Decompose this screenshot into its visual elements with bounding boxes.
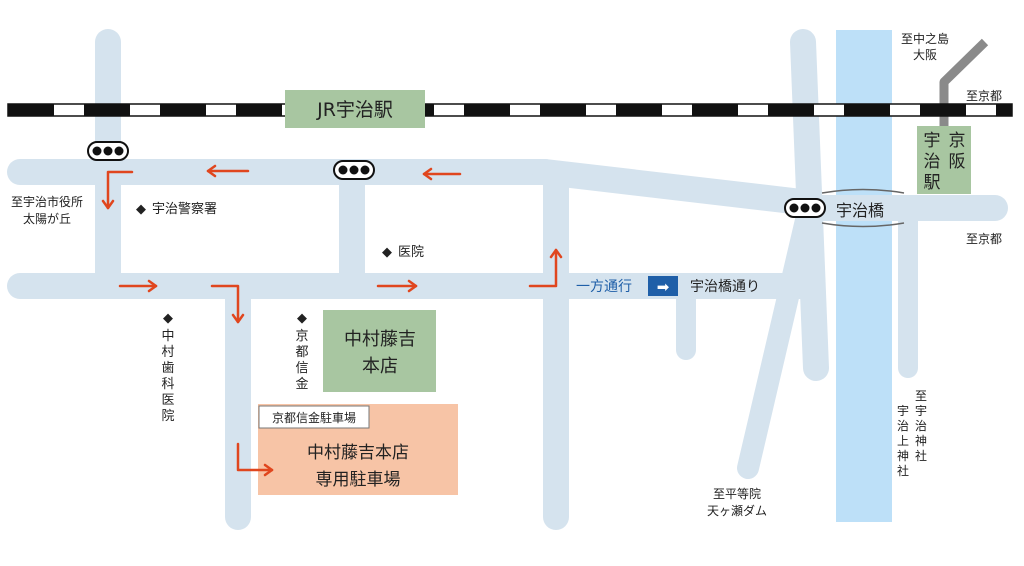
dental-char-2: 村: [161, 345, 174, 360]
bank-parking-box: [258, 405, 370, 429]
keihan-uji-char-2: 治: [924, 152, 941, 172]
to-uji-shrine-char-3: 治: [915, 419, 927, 433]
store-name-line-1: 中村藤吉: [344, 329, 416, 350]
traffic-light-bridge: [784, 198, 826, 218]
to-uji-shrine: 至 宇 治 神 社: [915, 389, 927, 463]
road-upper-right: [532, 159, 823, 216]
bank-char-2: 都: [295, 345, 308, 360]
to-uji-shrine-char-5: 社: [915, 448, 927, 463]
arrow-left-upper-1: [422, 167, 462, 181]
traffic-light-middle: [333, 160, 375, 180]
street-name: 宇治橋通り: [690, 279, 760, 295]
to-ujigami-char-4: 神: [897, 449, 909, 463]
store-parking-line-1: 中村藤吉本店: [307, 443, 409, 463]
oneway-sign: [648, 276, 678, 296]
uji-bridge: [818, 188, 905, 228]
to-ujigami-char-2: 治: [897, 419, 909, 433]
police-label: 宇治警察署: [152, 201, 217, 217]
arrow-into-parking: [236, 442, 274, 477]
bank-char-3: 信: [295, 361, 308, 376]
arrow-turn-up: [528, 248, 563, 288]
keihan-name-char-2: 阪: [949, 152, 966, 172]
to-kyoto-right: 至京都: [966, 232, 1002, 246]
to-city-hall: 至宇治市役所: [11, 194, 83, 209]
to-uji-shrine-char-2: 宇: [915, 404, 927, 418]
dental-diamond: ◆: [163, 311, 173, 326]
to-ujigami-char-1: 宇: [897, 404, 909, 418]
dental-char-6: 院: [161, 409, 174, 424]
bank-char-4: 金: [295, 376, 308, 392]
oneway-arrow-icon: ➡: [657, 278, 670, 296]
bank-char-1: 京: [295, 329, 308, 344]
dental-char-1: 中: [161, 329, 174, 344]
kyoto-shinkin-bank: ◆ 京 都 信 金: [295, 311, 308, 392]
arrow-turn-down-left: [101, 170, 134, 210]
oneway-label: 一方通行: [576, 279, 632, 295]
bank-parking-label: 京都信金駐車場: [272, 410, 356, 425]
to-taiyogaoka: 太陽が丘: [23, 211, 71, 226]
arrow-left-upper-2: [206, 164, 250, 178]
keihan-uji-char-1: 宇: [924, 131, 941, 151]
to-kyoto-top: 至京都: [966, 89, 1002, 103]
to-ujigami-shrine: 宇 治 上 神 社: [897, 404, 909, 478]
jr-railway: [7, 103, 1013, 117]
arrow-turn-down-parking: [210, 284, 245, 324]
to-ujigami-char-3: 上: [897, 434, 909, 448]
route-arrows: [101, 164, 563, 477]
store-parking-line-2: 専用駐車場: [316, 470, 401, 490]
bank-diamond: ◆: [297, 311, 307, 326]
dental-char-5: 医: [161, 393, 174, 408]
keihan-uji-char-3: 駅: [924, 173, 941, 193]
arrow-right-1: [118, 279, 158, 293]
to-amagase: 天ヶ瀬ダム: [707, 503, 767, 518]
jr-uji-station: JR宇治駅: [316, 99, 393, 121]
store-name-line-2: 本店: [362, 356, 398, 377]
to-ujigami-char-5: 社: [897, 463, 909, 478]
keihan-uji-station-box: [917, 126, 971, 194]
police-diamond: ◆: [136, 202, 146, 217]
to-osaka: 大阪: [913, 48, 937, 62]
bridge-label: 宇治橋: [836, 201, 884, 220]
traffic-light-left: [87, 141, 129, 161]
dental-char-4: 科: [161, 377, 174, 392]
keihan-name-char-1: 京: [949, 131, 966, 151]
dental-char-3: 歯: [161, 361, 174, 376]
to-nakanoshima: 至中之島: [901, 31, 949, 46]
nakamura-tokichi-store-box: [323, 310, 436, 392]
jr-uji-station-box: [285, 90, 425, 128]
dental-clinic: ◆ 中 村 歯 科 医 院: [161, 311, 174, 424]
clinic-label: 医院: [398, 245, 424, 260]
arrow-right-2: [376, 279, 418, 293]
to-uji-shrine-char-4: 神: [915, 434, 927, 448]
to-byodoin: 至平等院: [713, 487, 761, 501]
to-uji-shrine-char-1: 至: [915, 389, 927, 403]
clinic-diamond: ◆: [382, 245, 392, 260]
